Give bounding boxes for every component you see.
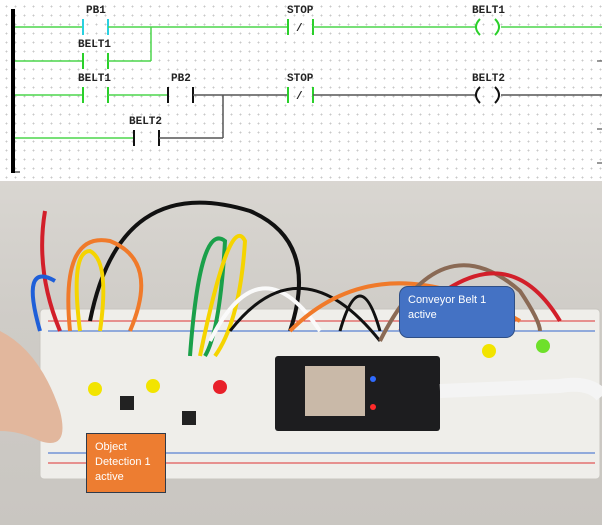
contact-label-pb2: PB2 [171,73,191,85]
ladder-svg: PB1 BELT1 / STOP BELT1 [11,5,602,173]
contact-label-belt2: BELT2 [129,116,162,128]
led-yellow-2 [146,379,160,393]
svg-text:/: / [296,23,303,35]
coil-belt1[interactable]: BELT1 [472,5,505,36]
push-button-1[interactable] [120,396,134,410]
left-power-rail [11,9,15,173]
svg-text:/: / [296,91,303,103]
contact-belt1-sealin[interactable]: BELT1 [78,39,111,69]
coil-belt2[interactable]: BELT2 [472,73,505,104]
callout-conveyor-belt-1: Conveyor Belt 1 active [399,286,515,338]
contact-pb2[interactable]: PB2 [167,73,194,103]
led-yellow-3 [482,344,496,358]
contact-label-belt1-r2: BELT1 [78,73,111,85]
contact-label-stop: STOP [287,5,314,17]
rung-2: BELT1 PB2 BELT2 / STOP BELT2 [15,73,602,146]
contact-label-stop-2: STOP [287,73,314,85]
led-yellow-1 [88,382,102,396]
esp32-module [305,366,365,416]
coil-label-belt2: BELT2 [472,73,505,85]
contact-belt2[interactable]: BELT2 [129,116,162,146]
ladder-diagram: PB1 BELT1 / STOP BELT1 [0,0,602,180]
breadboard-photo [0,181,602,525]
usb-cable [439,377,602,401]
hand [0,331,63,443]
rung-1: PB1 BELT1 / STOP BELT1 [15,5,602,69]
coil-label-belt1: BELT1 [472,5,505,17]
breadboard-illustration [0,200,602,480]
contact-stop-2[interactable]: / STOP [287,73,314,103]
led-red [213,380,227,394]
contact-belt1[interactable]: BELT1 [78,73,111,103]
contact-pb1[interactable]: PB1 [82,5,109,35]
contact-label-belt1: BELT1 [78,39,111,51]
push-button-2[interactable] [182,411,196,425]
led-green [536,339,550,353]
contact-label-pb1: PB1 [86,5,106,17]
contact-stop-1[interactable]: / STOP [287,5,314,35]
callout-object-detection-1: Object Detection 1 active [86,433,166,493]
